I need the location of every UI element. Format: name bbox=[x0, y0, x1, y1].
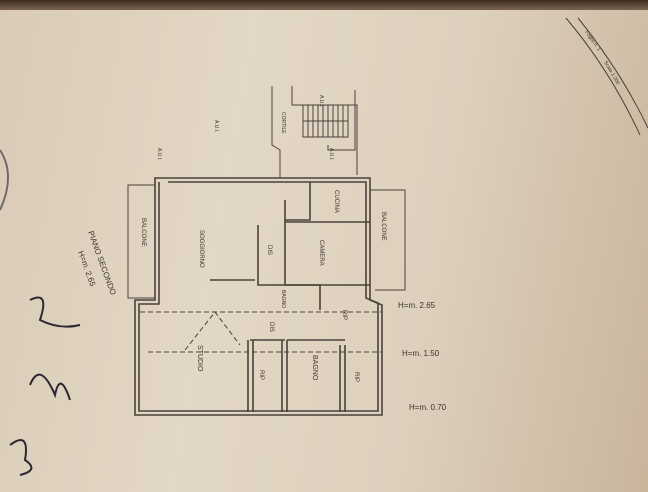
room-bagno: BAGNO bbox=[280, 290, 286, 308]
label-aui: A.U.I. bbox=[328, 148, 334, 161]
height-label: H=m. 1.50 bbox=[402, 349, 440, 358]
room-soggiorno: SOGGIORNO bbox=[198, 230, 204, 268]
height-boundaries bbox=[140, 311, 382, 353]
height-label: H=m. 2.65 bbox=[398, 301, 436, 310]
exterior-walls bbox=[134, 177, 383, 416]
balcone-left: BALCONE bbox=[140, 218, 146, 247]
wall-line bbox=[327, 90, 356, 151]
level-height: H=m. 2.65 bbox=[76, 250, 97, 288]
room-rip: RIP bbox=[353, 372, 359, 382]
room-rip: RIP bbox=[258, 370, 264, 380]
room-dis: DIS bbox=[268, 322, 274, 332]
wall-line bbox=[271, 86, 281, 178]
balconies bbox=[127, 184, 406, 299]
interior-walls bbox=[210, 182, 370, 412]
room-cucina: CUCINA bbox=[333, 190, 339, 213]
label-aui: A.U.I. bbox=[156, 148, 162, 161]
room-studio: STUDIO bbox=[196, 345, 203, 372]
title-block-border bbox=[565, 17, 641, 136]
height-label: H=m. 0.70 bbox=[409, 403, 447, 412]
room-camera: CAMERA bbox=[318, 240, 324, 266]
label-cortile: CORTILE bbox=[280, 112, 286, 134]
room-dis: DIS bbox=[266, 245, 272, 255]
stamp bbox=[0, 149, 9, 211]
label-aui: A.U.I. bbox=[318, 95, 324, 108]
room-rip: RIP bbox=[341, 310, 347, 320]
signature bbox=[9, 296, 81, 476]
title-block-border bbox=[577, 17, 648, 129]
sheet-label: Foglio n. 1 bbox=[583, 30, 601, 53]
table-edge bbox=[0, 0, 648, 10]
balcone-right: BALCONE bbox=[380, 212, 386, 241]
label-aui: A.U.I. bbox=[213, 120, 219, 133]
room-bagno: BAGNO bbox=[311, 355, 318, 381]
stairs bbox=[302, 104, 349, 138]
